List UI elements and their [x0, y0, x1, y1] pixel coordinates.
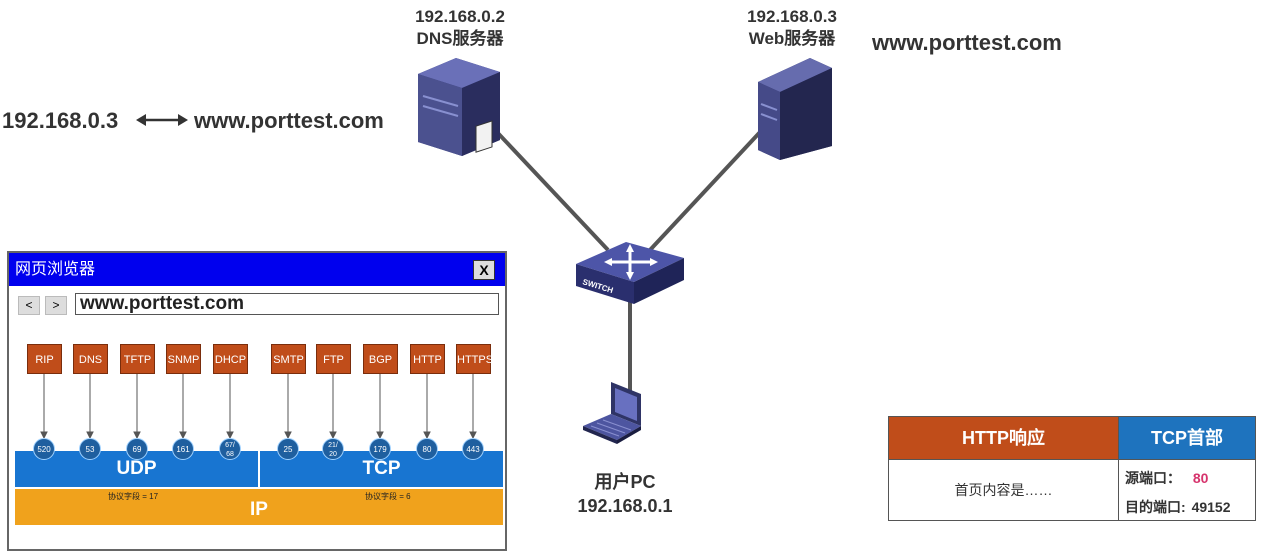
tcp-label: TCP: [362, 458, 401, 479]
protocol-dhcp: DHCP: [213, 344, 248, 374]
response-body: 首页内容是……: [889, 459, 1119, 520]
protocol-smtp: SMTP: [271, 344, 306, 374]
port-21: 21/: [328, 442, 338, 449]
protocol-dns: DNS: [73, 344, 108, 374]
browser-title-bar: 网页浏览器: [9, 253, 505, 286]
port-520: 520: [33, 438, 55, 460]
link-dns-switch: [493, 128, 610, 252]
web-server-icon: [758, 58, 832, 160]
laptop-icon: [583, 382, 641, 444]
dst-port-value: 49152: [1191, 499, 1231, 515]
address-bar[interactable]: www.porttest.com: [75, 293, 499, 315]
ip-layer: 协议字段 = 17 协议字段 = 6 IP: [15, 489, 503, 525]
src-port-label: 源端口：: [1125, 470, 1181, 486]
web-server-name: Web服务器: [748, 29, 836, 48]
port-25: 25: [277, 438, 299, 460]
protocol-bgp: BGP: [363, 344, 398, 374]
dns-server-icon: [418, 58, 500, 156]
forward-button[interactable]: >: [45, 296, 67, 315]
client-name: 用户PC: [594, 472, 656, 492]
client-ip: 192.168.0.1: [577, 496, 673, 516]
web-server-domain: www.porttest.com: [872, 30, 1062, 55]
browser-title: 网页浏览器: [15, 261, 96, 278]
browser-window: 网页浏览器 X < > www.porttest.com RIP DNS TFT…: [7, 251, 507, 551]
protocol-snmp: SNMP: [166, 344, 201, 374]
port-69: 69: [126, 438, 148, 460]
protocol-ftp: FTP: [316, 344, 351, 374]
protocol-http: HTTP: [410, 344, 445, 374]
http-response-table: HTTP响应 TCP首部 首页内容是…… 源端口： 80 目的端口: 49152: [888, 416, 1256, 521]
protocol-https: HTTPS: [456, 344, 493, 374]
port-20: 20: [329, 451, 337, 458]
http-response-header: HTTP响应: [889, 417, 1119, 459]
port-68: 68: [226, 451, 234, 458]
port-80: 80: [416, 438, 438, 460]
dns-server-ip: 192.168.0.2: [415, 7, 505, 26]
tcp-protocol-field: 协议字段 = 6: [365, 492, 411, 501]
port-67-68: 67/ 68: [219, 438, 241, 460]
dns-server-name: DNS服务器: [416, 29, 504, 48]
port-443: 443: [462, 438, 484, 460]
protocol-arrows: [40, 374, 477, 440]
bidirectional-arrow-icon: [136, 114, 188, 126]
port-info: 源端口： 80 目的端口: 49152: [1119, 459, 1255, 520]
dst-port-label: 目的端口:: [1125, 499, 1186, 515]
port-161: 161: [172, 438, 194, 460]
dns-mapping-domain: www.porttest.com: [194, 108, 384, 133]
src-port-value: 80: [1192, 470, 1209, 486]
protocol-tftp: TFTP: [120, 344, 155, 374]
protocol-rip: RIP: [27, 344, 62, 374]
web-server-ip: 192.168.0.3: [747, 7, 837, 26]
udp-protocol-field: 协议字段 = 17: [108, 492, 159, 501]
port-67: 67/: [225, 442, 235, 449]
ip-label: IP: [250, 499, 268, 520]
port-179: 179: [369, 438, 391, 460]
udp-label: UDP: [116, 458, 157, 479]
back-button[interactable]: <: [18, 296, 40, 315]
link-web-switch: [648, 128, 764, 252]
switch-icon: SWITCH: [576, 242, 684, 304]
dns-mapping-ip: 192.168.0.3: [2, 108, 119, 133]
port-53: 53: [79, 438, 101, 460]
close-button[interactable]: X: [473, 260, 495, 280]
port-21-20: 21/ 20: [322, 438, 344, 460]
tcp-header-cell: TCP首部: [1119, 417, 1255, 459]
